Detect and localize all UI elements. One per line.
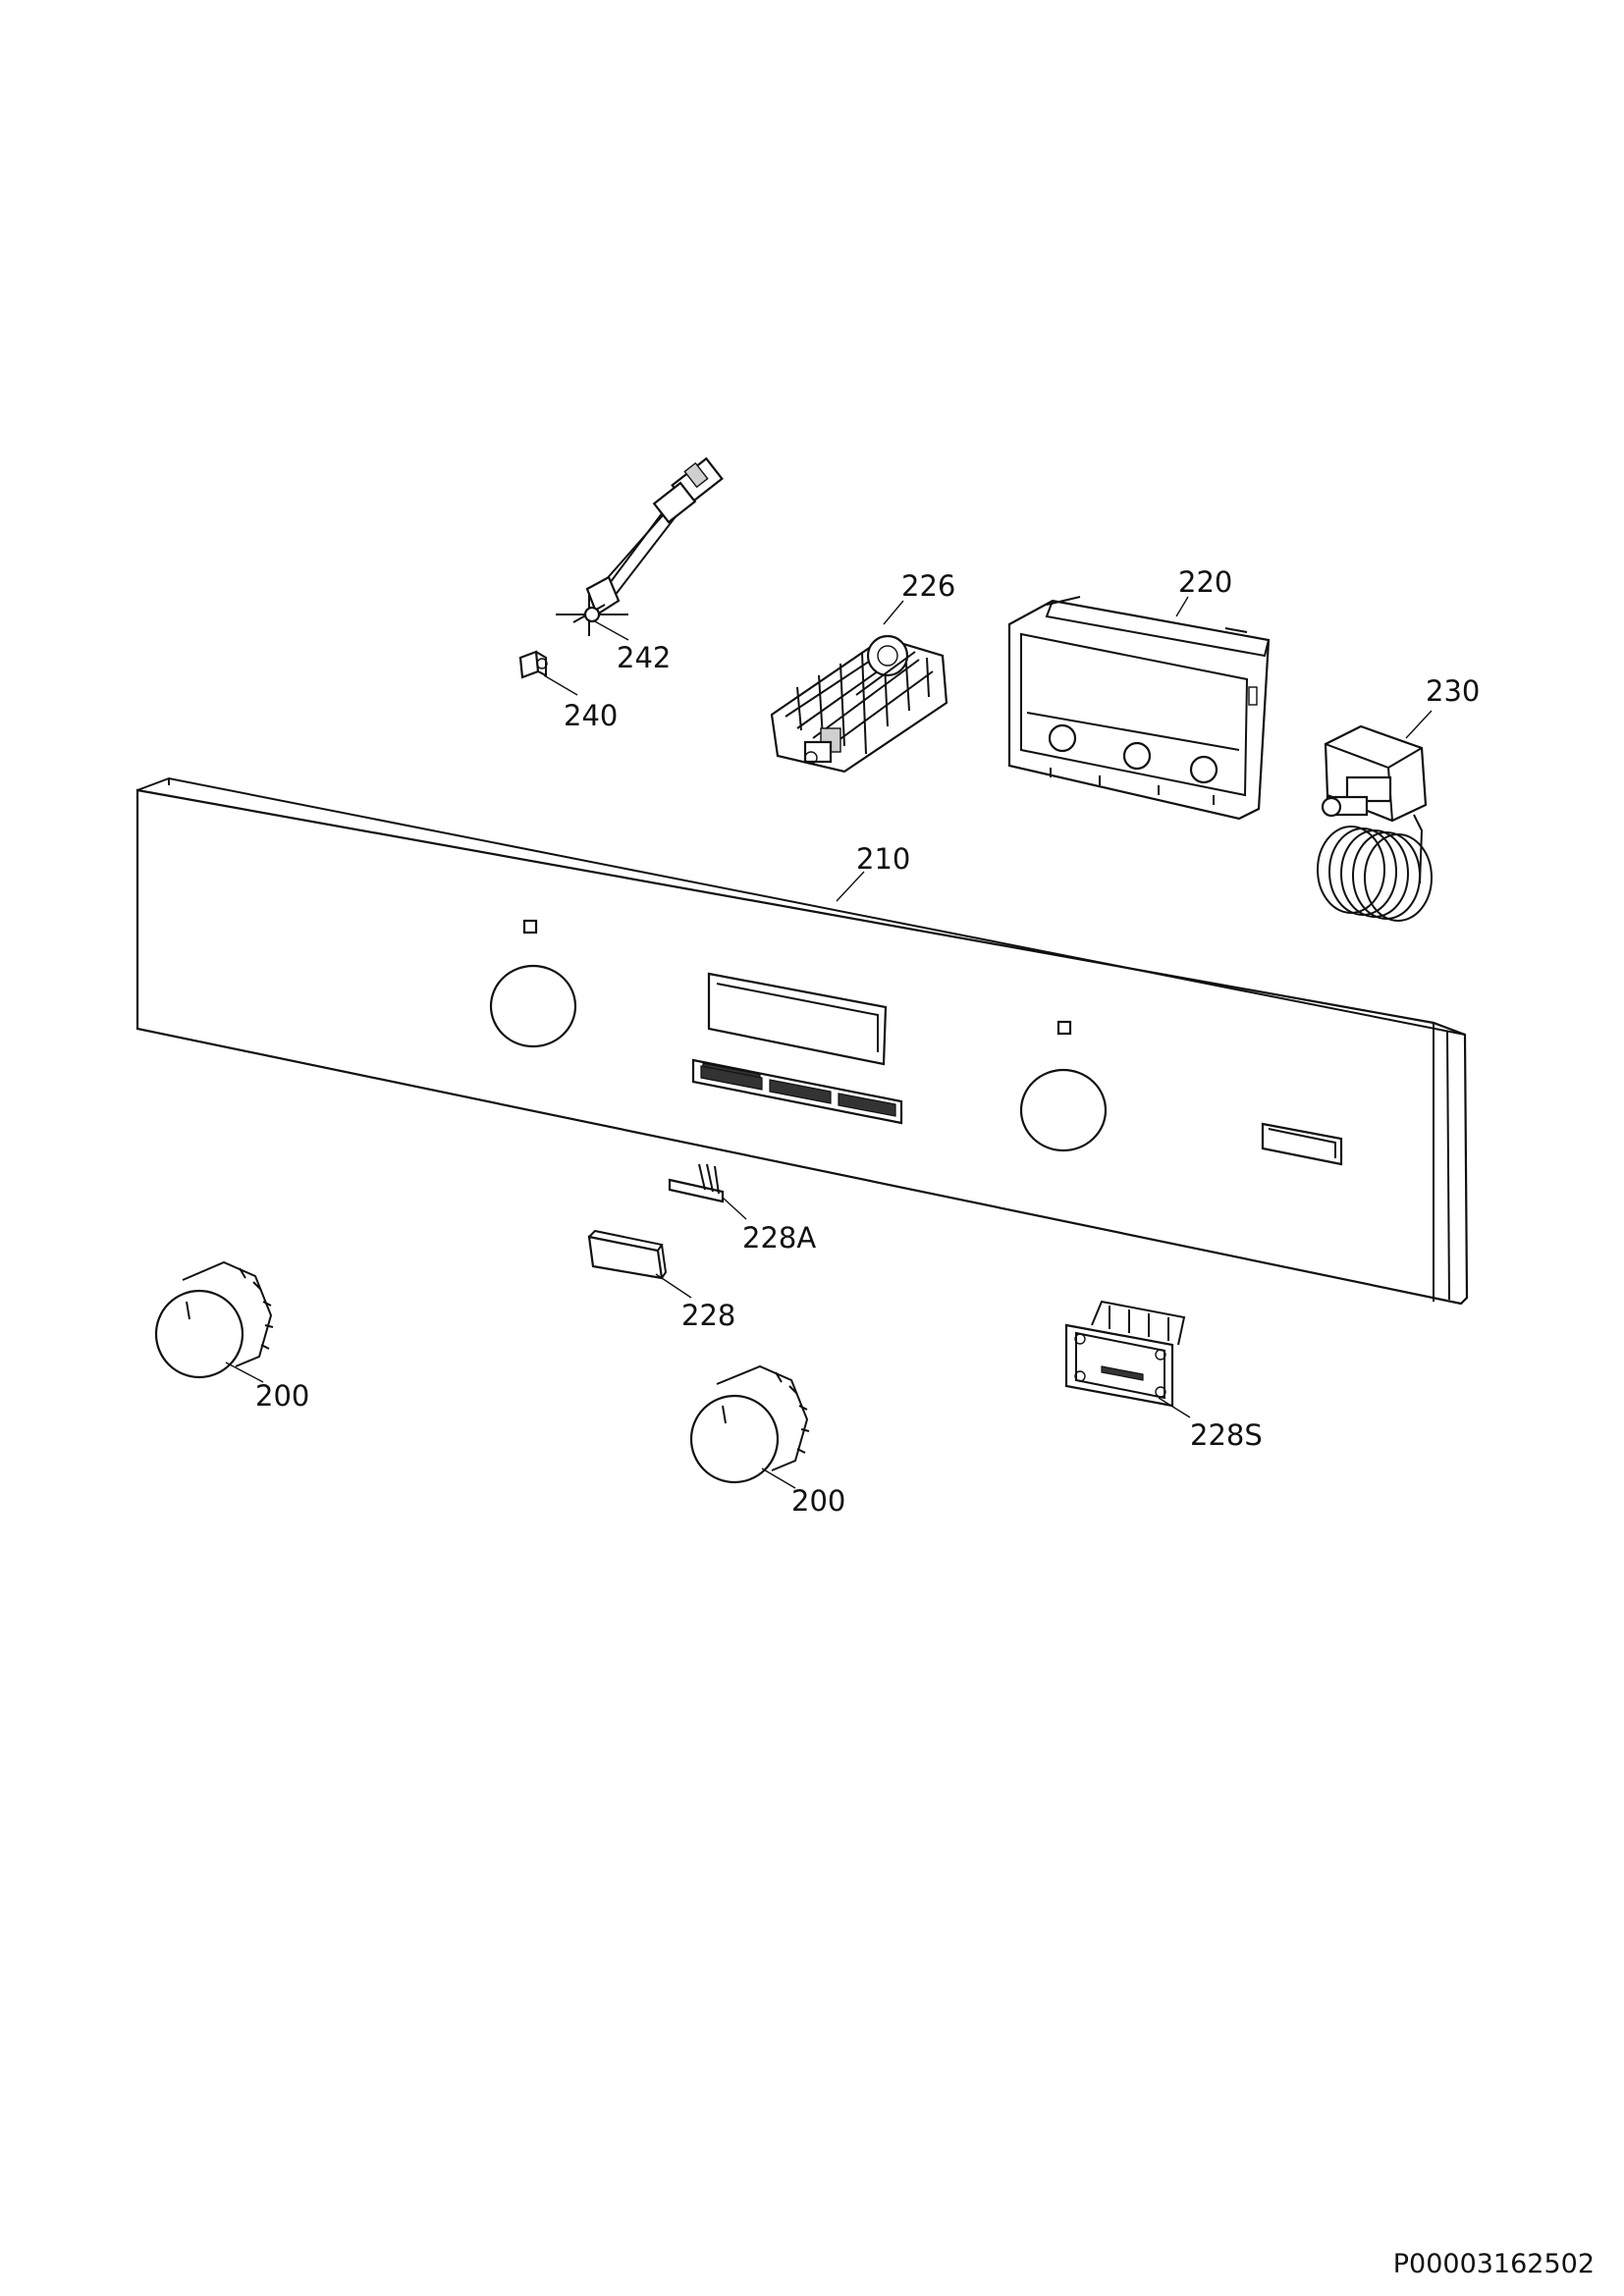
part-226-selector-switch [770,634,948,774]
part-228-button-cap [587,1229,668,1280]
leader-200-center [761,1468,796,1489]
leader-230 [1405,710,1433,739]
label-228: 228 [681,1299,735,1332]
leader-228 [655,1273,692,1299]
leader-228S [1158,1397,1191,1418]
leader-200-left [225,1362,264,1383]
knob-hole-left [489,964,577,1048]
part-228S-switch-module [1064,1300,1186,1408]
label-230: 230 [1426,674,1480,708]
label-220: 220 [1178,565,1232,599]
label-240: 240 [564,699,618,732]
leader-220 [1175,596,1189,617]
part-210-control-panel [135,776,1469,1306]
label-200-center: 200 [791,1484,845,1518]
leader-228A [722,1197,747,1220]
slot-opening [1261,1122,1343,1166]
part-200-knob-center [689,1364,810,1484]
part-242-wire-connector [556,456,724,636]
knob-hole-right [1019,1068,1108,1152]
part-240-lamp-holder [518,650,548,679]
label-200-left: 200 [255,1379,309,1413]
indicator-left [522,919,538,934]
part-228A-light-pipe [668,1163,725,1203]
label-210: 210 [856,842,910,876]
label-228S: 228S [1190,1418,1263,1452]
display-window [707,972,888,1066]
document-id: P00003162502 [1393,2249,1595,2279]
label-226: 226 [901,569,955,603]
indicator-right [1056,1020,1072,1036]
part-230-thermostat [1317,724,1433,922]
label-242: 242 [617,641,671,674]
leader-242 [592,619,629,641]
leader-210 [836,871,865,902]
part-220-switch-housing [1007,596,1271,821]
leader-226 [883,600,904,625]
label-228A: 228A [742,1221,816,1255]
part-200-knob-left [154,1260,274,1379]
leader-240 [543,674,578,696]
